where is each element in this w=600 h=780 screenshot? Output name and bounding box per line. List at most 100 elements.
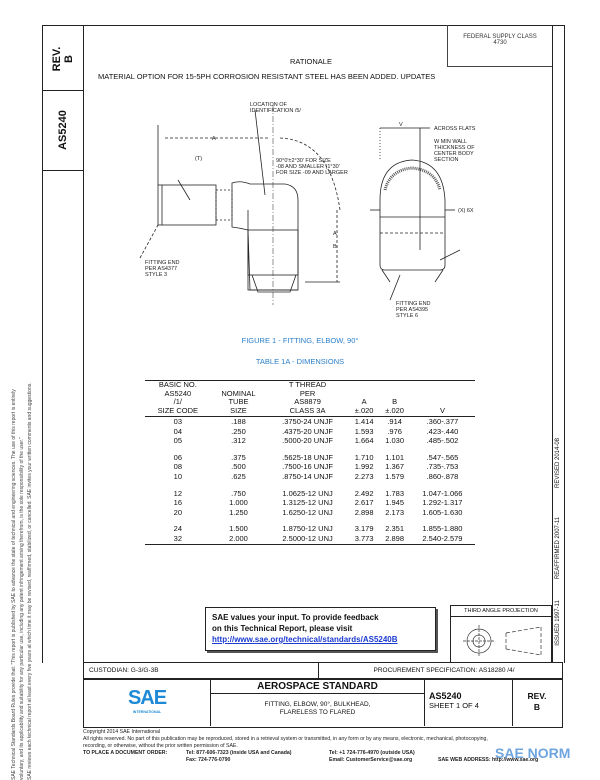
table-cell: 2.173 — [385, 507, 405, 517]
table-cell: 1.605-1.630 — [422, 507, 463, 517]
third-angle-projection: THIRD ANGLE PROJECTION — [450, 605, 552, 663]
table-cell: .5625-18 UNJF — [282, 452, 333, 462]
svg-text:STYLE 6: STYLE 6 — [396, 313, 418, 319]
table-cell: 2.492 — [354, 488, 374, 498]
copyright: Copyright 2014 SAE International — [83, 729, 160, 735]
column-header: B±.020 — [379, 380, 410, 417]
table-cell: 1.992 — [354, 462, 374, 472]
svg-text:SECTION: SECTION — [434, 157, 458, 163]
svg-text:B: B — [333, 244, 337, 250]
location-note: LOCATION OF — [250, 102, 288, 108]
rationale-title: RATIONALE — [290, 57, 332, 66]
rev-value: B — [63, 55, 75, 63]
fitting-end-right-note: FITTING END — [396, 301, 431, 307]
table-cell: .485-.502 — [426, 436, 459, 446]
table-cell: 1.292-1.317 — [422, 498, 463, 508]
table-cell: .547-.565 — [426, 452, 459, 462]
table-cell: 1.579 — [385, 471, 405, 481]
table-cell: 06 — [173, 452, 183, 462]
svg-text:CENTER BODY: CENTER BODY — [434, 151, 474, 157]
svg-text:90°0'±2°30' FOR SIZE: 90°0'±2°30' FOR SIZE — [276, 158, 331, 164]
table-cell: .914 — [387, 417, 402, 426]
table-cell: 1.047-1.066 — [422, 488, 463, 498]
table-cell: 03 — [173, 417, 183, 426]
table-cell: 1.945 — [385, 498, 405, 508]
feedback-link[interactable]: http://www.sae.org/technical/standards/A… — [212, 635, 398, 644]
table-cell: 32 — [173, 533, 183, 543]
column-header: BASIC NO.AS5240/1/SIZE CODE — [145, 380, 211, 417]
fax: Fax: 724-776-0790 — [186, 757, 231, 763]
svg-text:PER AS4377: PER AS4377 — [145, 266, 177, 272]
svg-text:(T): (T) — [195, 156, 202, 162]
title-block: SAE INTERNATIONAL AEROSPACE STANDARD FIT… — [83, 678, 563, 728]
table-title: TABLE 1A - DIMENSIONS — [255, 357, 345, 366]
rev-label: REV. — [527, 691, 547, 701]
custodian-row: CUSTODIAN: G-3/G-3B PROCUREMENT SPECIFIC… — [83, 662, 563, 680]
email: Email: CustomerService@sae.org — [329, 757, 413, 763]
table-cell: 1.101 — [385, 452, 405, 462]
revision-strip: REVISED 2014-08 REAFFIRMED 2007-11 ISSUE… — [552, 25, 565, 663]
table-row: 06 .375 .5625-18 UNJF 1.710 1.101 .547-.565 — [145, 446, 475, 463]
table-cell: 1.855-1.880 — [422, 524, 463, 534]
table-cell: 04 — [173, 426, 183, 436]
svg-text:(X) 6X: (X) 6X — [458, 208, 474, 214]
rationale-text: MATERIAL OPTION FOR 15-5PH CORROSION RES… — [98, 72, 436, 81]
third-angle-label: THIRD ANGLE PROJECTION — [451, 606, 551, 617]
disclaimer-line: voluntary, and its applicability and sui… — [19, 437, 25, 780]
table-cell: .375 — [231, 452, 246, 462]
table-cell: 2.351 — [385, 524, 405, 534]
column-header: V — [409, 380, 475, 417]
w-note: W MIN WALL — [434, 139, 467, 145]
order-label: TO PLACE A DOCUMENT ORDER: — [83, 750, 168, 756]
table-cell: 1.367 — [385, 462, 405, 472]
table-cell: 2.898 — [354, 507, 374, 517]
drill-path-note: ACROSS FLATS — [434, 126, 476, 132]
table-cell: 1.000 — [229, 498, 248, 508]
table-cell: .423-.440 — [426, 426, 459, 436]
disclaimer-line: SAE reviews each technical report at lea… — [27, 382, 33, 780]
table-cell: 2.000 — [229, 533, 248, 543]
table-cell: .976 — [387, 426, 402, 436]
svg-text:A: A — [333, 231, 337, 237]
document-title: FITTING, ELBOW, 90°, BULKHEAD,FLARELESS … — [264, 701, 371, 716]
table-cell: .3750-24 UNJF — [282, 417, 333, 426]
feedback-box: SAE values your input. To provide feedba… — [205, 607, 436, 651]
rights: recording, or otherwise, without the pri… — [83, 743, 238, 749]
table-cell: 10 — [173, 471, 183, 481]
web-address: SAE WEB ADDRESS: http://www.sae.org — [438, 757, 539, 763]
table-cell: 16 — [173, 498, 183, 508]
procurement-spec: PROCUREMENT SPECIFICATION: AS18280 /4/ — [373, 667, 515, 674]
projection-symbol-icon — [463, 625, 542, 657]
left-strip: REV. B AS5240 — [42, 25, 84, 663]
sheet-number: SHEET 1 OF 4 — [429, 701, 479, 710]
federal-supply-class: FEDERAL SUPPLY CLASS 4730 — [447, 25, 552, 67]
table-cell: .625 — [231, 471, 246, 481]
table-cell: 08 — [173, 462, 183, 472]
rev-label: REV. — [51, 46, 63, 72]
svg-text:IDENTIFICATION /5/: IDENTIFICATION /5/ — [250, 108, 301, 114]
fsc-label: FEDERAL SUPPLY CLASS — [463, 34, 537, 40]
svg-text:FOR SIZE -09 AND LARGER: FOR SIZE -09 AND LARGER — [276, 170, 348, 176]
figure-title: FIGURE 1 - FITTING, ELBOW, 90° — [241, 336, 359, 345]
svg-text:A: A — [212, 136, 216, 142]
table-cell: 05 — [173, 436, 183, 446]
column-header: A±.020 — [348, 380, 380, 417]
table-cell: 12 — [173, 488, 183, 498]
fsc-value: 4730 — [493, 40, 507, 46]
svg-text:THICKNESS OF: THICKNESS OF — [434, 145, 475, 151]
table-cell: .4375-20 UNJF — [282, 426, 333, 436]
feedback-line: SAE values your input. To provide feedba… — [212, 613, 379, 622]
phone: Tel: +1 724-776-4970 (outside USA) — [329, 750, 415, 756]
table-cell: 1.710 — [354, 452, 374, 462]
feedback-line: on this Technical Report, please visit — [212, 624, 353, 633]
table-cell: .860-.878 — [426, 471, 459, 481]
phone: Tel: 877-606-7323 (inside USA and Canada… — [186, 750, 292, 756]
table-cell: .188 — [231, 417, 246, 426]
disclaimer-line: SAE Technical Standards Board Rules prov… — [11, 389, 17, 780]
